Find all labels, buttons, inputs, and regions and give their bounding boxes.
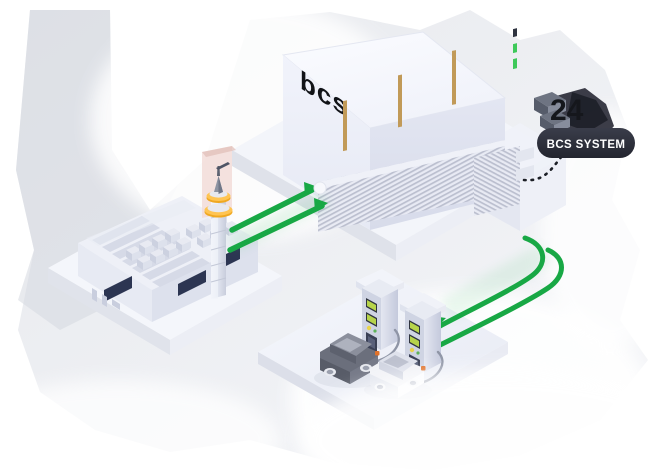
charger-1-led — [373, 329, 377, 333]
flow-power-to-datacenter — [226, 181, 330, 253]
tower-rings — [204, 190, 233, 218]
charger-2-button — [409, 347, 415, 353]
power-station-front — [78, 243, 152, 322]
main-building-louver-band — [318, 50, 505, 232]
louver-mullion — [343, 100, 347, 152]
charger-1-button — [366, 325, 372, 331]
power-station-entry-marks — [92, 288, 120, 310]
status-led-group — [513, 28, 517, 70]
charger-1-body-top — [362, 279, 398, 298]
bcs-system-badge[interactable]: BCS SYSTEM — [537, 128, 635, 158]
charger-2-screen-group[interactable] — [409, 320, 420, 349]
ev-car-white-plug — [421, 366, 426, 371]
charger-1-screen-group[interactable] — [366, 298, 377, 327]
flow-connector-knob — [313, 181, 327, 195]
flow-arrow-upper — [229, 182, 318, 233]
bcs-system-marker: 24 BCS SYSTEM — [534, 88, 635, 158]
charger-2-body-side — [424, 311, 441, 372]
server-marker-number-text: 24 — [550, 94, 584, 127]
ev-car-dark-window — [334, 338, 362, 352]
charger-1-body-side — [381, 289, 398, 350]
main-building-status-panel — [474, 28, 534, 216]
power-station-roof-units — [126, 212, 238, 270]
flow-arrow-lower — [227, 198, 328, 253]
tower-tip — [214, 162, 230, 194]
transmission-tower — [202, 146, 236, 299]
louver-mullion — [452, 50, 456, 105]
ev-car-white-window — [383, 355, 409, 368]
foreground-fade — [0, 370, 656, 476]
louver-mullion — [398, 74, 402, 128]
charger-2-body-top — [405, 301, 441, 320]
charger-2-led — [416, 351, 420, 355]
ev-car-dark — [314, 333, 386, 388]
ev-car-dark-plug — [375, 351, 380, 356]
server-marker-number: 24 — [550, 94, 584, 127]
charger-unit-1 — [350, 269, 404, 365]
bcs-system-badge-label: BCS SYSTEM — [547, 139, 626, 151]
